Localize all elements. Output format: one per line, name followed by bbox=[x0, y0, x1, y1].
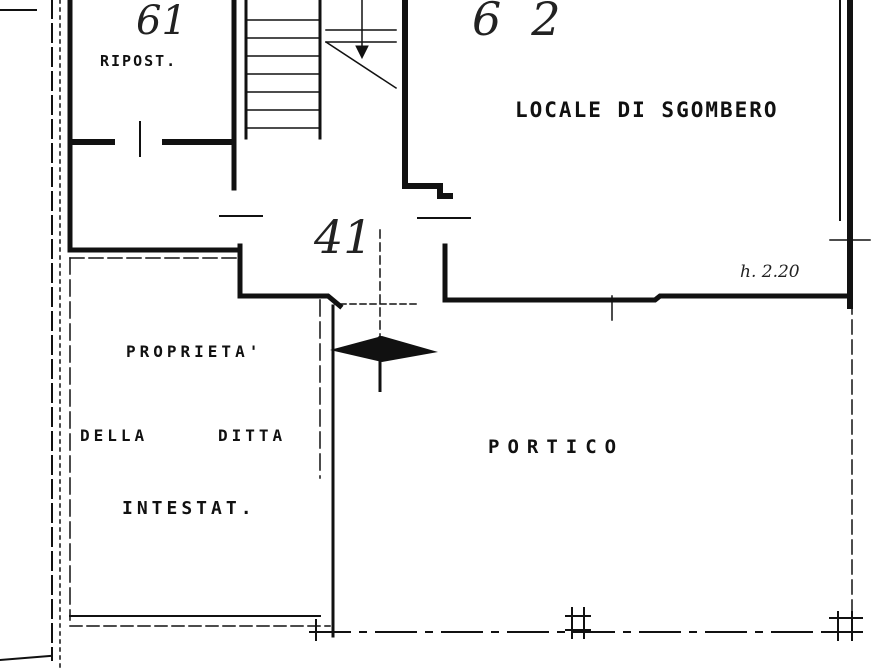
height-annotation: h. 2.20 bbox=[740, 262, 800, 282]
label-locale-di-sgombero: LOCALE DI SGOMBERO bbox=[515, 98, 779, 122]
label-intestat: INTESTAT. bbox=[122, 498, 256, 519]
bottom-left-tick bbox=[0, 654, 52, 662]
room-number-top: 62 bbox=[472, 0, 591, 46]
label-portico: PORTICO bbox=[488, 436, 625, 458]
sgombero-bottom-wall bbox=[442, 243, 853, 303]
label-ditta: DITTA bbox=[218, 426, 287, 445]
room-number-left: 61 bbox=[136, 0, 187, 44]
corridor-step-wall bbox=[237, 243, 344, 310]
label-ripost: RIPOST. bbox=[100, 52, 178, 70]
sgombero-left-wall bbox=[402, 0, 453, 199]
stair-arrow-head bbox=[355, 45, 369, 60]
label-proprieta: PROPRIETA' bbox=[126, 342, 263, 361]
label-della: DELLA bbox=[80, 426, 149, 445]
entrance-arrow-icon bbox=[330, 336, 438, 392]
room-number-entry: 41 bbox=[314, 210, 373, 264]
column-marker-right bbox=[829, 611, 863, 641]
stair-treads bbox=[245, 19, 321, 129]
stair-diagonal bbox=[324, 40, 398, 90]
column-marker-middle bbox=[565, 607, 591, 639]
